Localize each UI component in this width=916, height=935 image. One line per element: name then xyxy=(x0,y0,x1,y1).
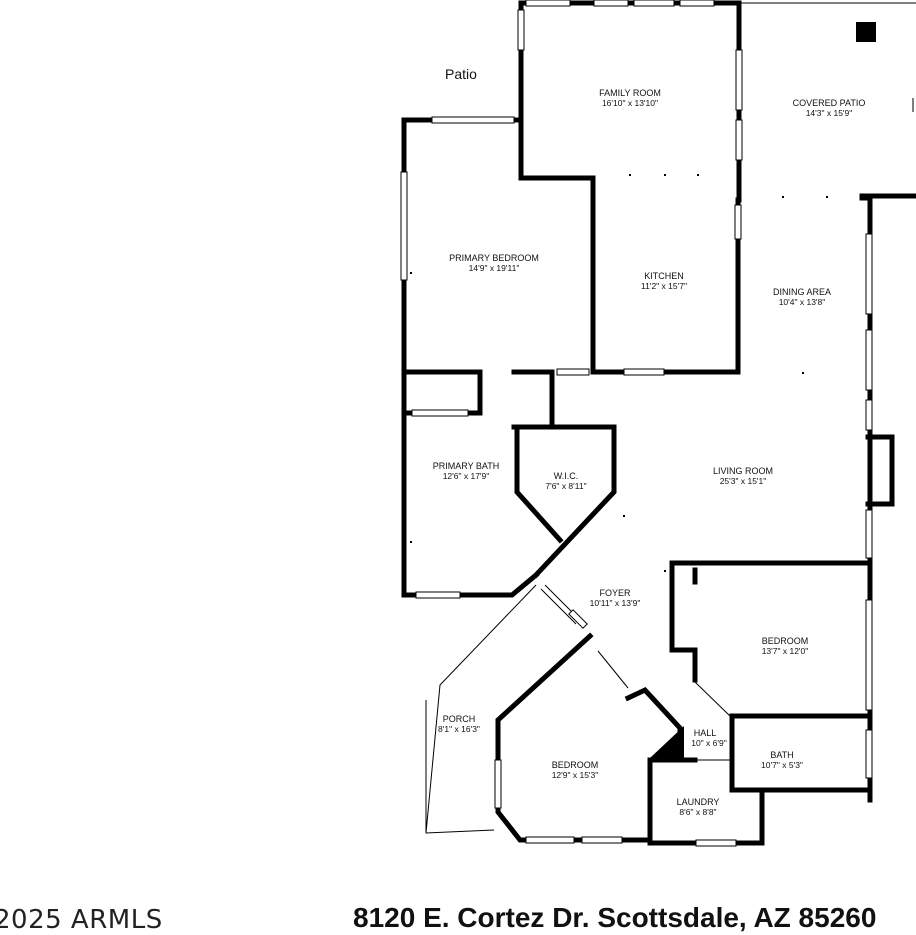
room-name: BATH xyxy=(770,750,793,760)
room-hall: HALL 10" x 6'9" xyxy=(691,728,727,748)
room-dimensions: 13'7" x 12'0" xyxy=(762,646,809,656)
room-primary-bedroom: PRIMARY BEDROOM 14'9" x 19'11" xyxy=(449,253,539,273)
room-name: PRIMARY BEDROOM xyxy=(449,253,539,263)
room-dimensions: 8'1" x 16'3" xyxy=(438,724,480,734)
room-dimensions: 12'6" x 17'9" xyxy=(443,471,490,481)
room-covered-patio: COVERED PATIO 14'3" x 15'9" xyxy=(793,98,866,118)
room-name: HALL xyxy=(694,728,717,738)
room-name: LIVING ROOM xyxy=(713,466,773,476)
room-laundry: LAUNDRY 8'6" x 8'8" xyxy=(677,797,720,817)
room-dimensions: 25'3" x 15'1" xyxy=(720,476,767,486)
room-name: FAMILY ROOM xyxy=(599,88,661,98)
room-name: PORCH xyxy=(443,714,476,724)
room-living-room: LIVING ROOM 25'3" x 15'1" xyxy=(713,466,773,486)
room-dimensions: 10'7" x 5'3" xyxy=(761,760,803,770)
room-dimensions: 14'3" x 15'9" xyxy=(806,108,853,118)
chimney-block xyxy=(856,22,876,42)
room-name: KITCHEN xyxy=(644,271,684,281)
room-foyer: FOYER 10'11" x 13'9" xyxy=(590,588,641,608)
room-bath: BATH 10'7" x 5'3" xyxy=(761,750,803,770)
room-bedroom-south: BEDROOM 12'9" x 15'3" xyxy=(552,760,599,780)
room-name: FOYER xyxy=(599,588,631,598)
room-dimensions: 11'2" x 15'7" xyxy=(641,281,687,291)
room-kitchen: KITCHEN 11'2" x 15'7" xyxy=(641,271,687,291)
room-name: COVERED PATIO xyxy=(793,98,866,108)
windows xyxy=(400,0,873,847)
measurement-ticks xyxy=(410,174,828,572)
door-lines xyxy=(540,584,734,761)
room-name: DINING AREA xyxy=(773,287,831,297)
exterior-walls xyxy=(401,0,916,846)
room-dimensions: 12'9" x 15'3" xyxy=(552,770,599,780)
room-dimensions: 10" x 6'9" xyxy=(691,738,727,748)
room-name: W.I.C. xyxy=(554,471,579,481)
room-name: BEDROOM xyxy=(762,636,809,646)
room-family-room: FAMILY ROOM 16'10" x 13'10" xyxy=(599,88,661,108)
room-dining-area: DINING AREA 10'4" x 13'8" xyxy=(773,287,831,307)
room-primary-bath: PRIMARY BATH 12'6" x 17'9" xyxy=(433,461,500,481)
room-dimensions: 7'6" x 8'11" xyxy=(545,481,586,491)
patio-label: Patio xyxy=(445,66,477,82)
room-wic: W.I.C. 7'6" x 8'11" xyxy=(545,471,586,491)
room-dimensions: 8'6" x 8'8" xyxy=(679,807,716,817)
room-bedroom-east: BEDROOM 13'7" x 12'0" xyxy=(762,636,809,656)
room-porch: PORCH 8'1" x 16'3" xyxy=(438,714,480,734)
room-dimensions: 10'4" x 13'8" xyxy=(779,297,826,307)
room-name: PRIMARY BATH xyxy=(433,461,500,471)
room-dimensions: 14'9" x 19'11" xyxy=(469,263,520,273)
room-name: LAUNDRY xyxy=(677,797,720,807)
room-dimensions: 10'11" x 13'9" xyxy=(590,598,641,608)
room-dimensions: 16'10" x 13'10" xyxy=(602,98,658,108)
copyright-notice: 2025 ARMLS xyxy=(0,905,163,935)
property-address: 8120 E. Cortez Dr. Scottsdale, AZ 85260 xyxy=(353,902,877,933)
room-name: BEDROOM xyxy=(552,760,599,770)
porch-outline xyxy=(425,584,537,834)
utility-block xyxy=(650,726,684,760)
